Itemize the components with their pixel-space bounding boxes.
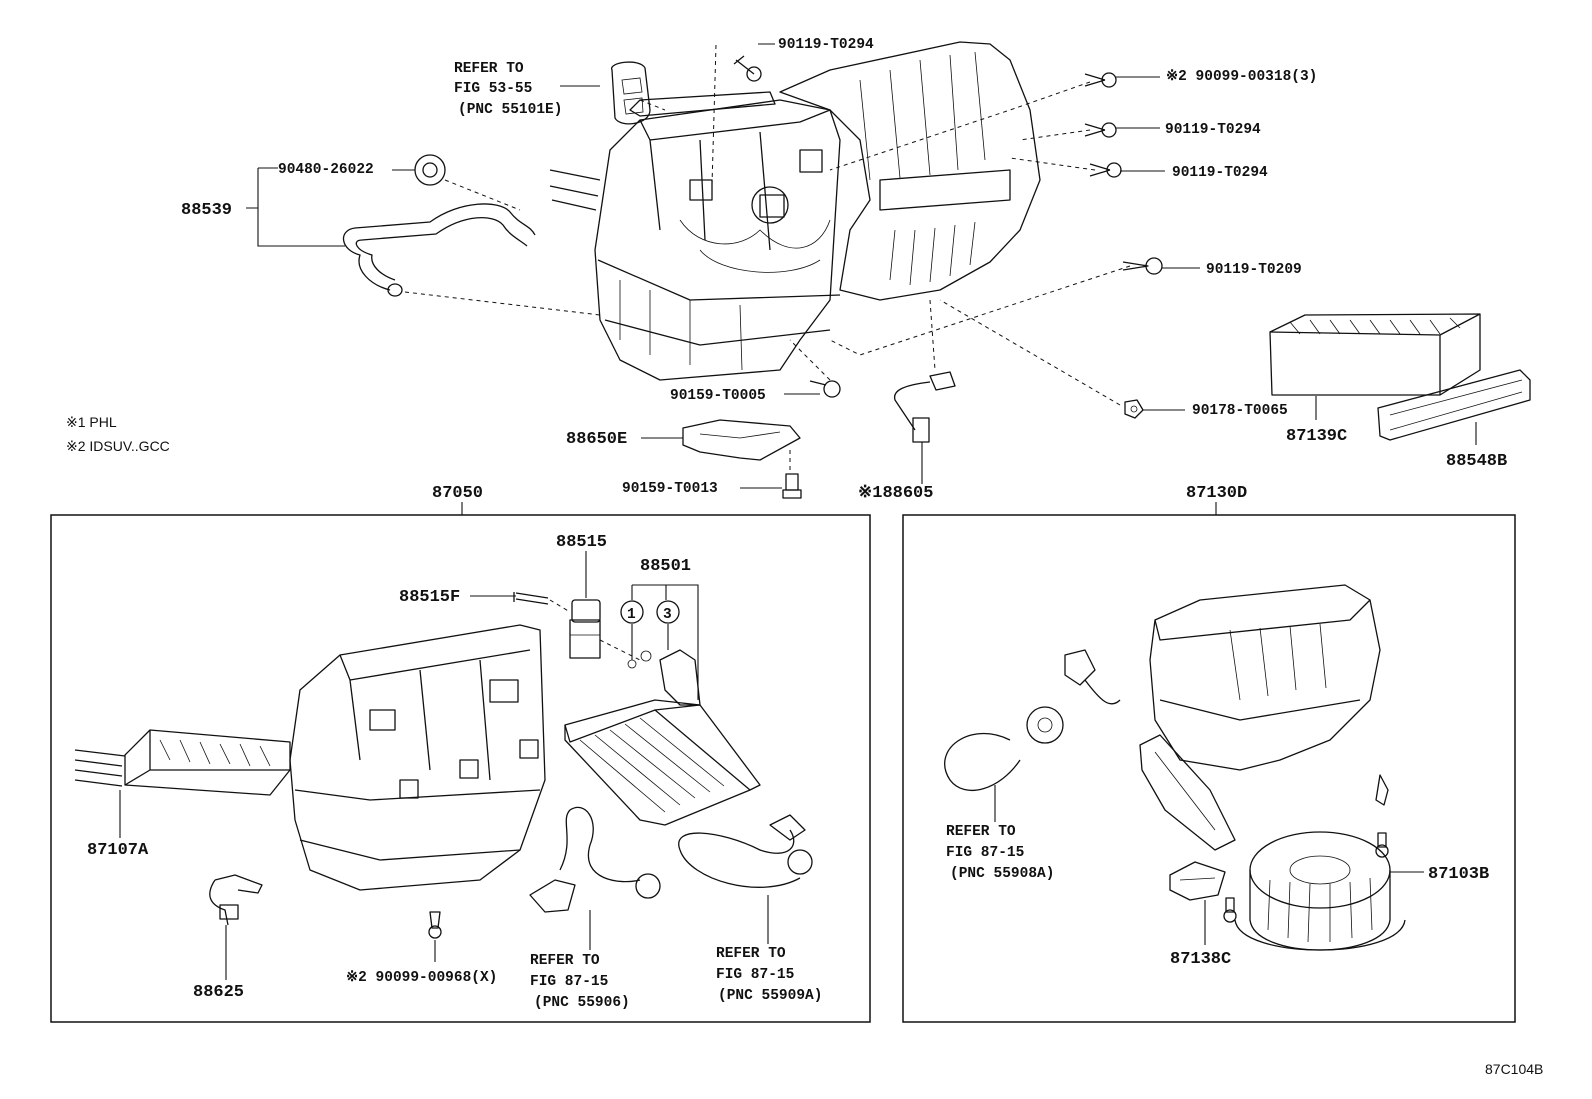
refer-55908a-line2: FIG 87-15 <box>946 845 1024 861</box>
refer-55909a-line2: FIG 87-15 <box>716 967 794 983</box>
part-label-88515: 88515 <box>556 533 607 552</box>
sensor-88605 <box>893 371 956 443</box>
amplifier-88650e <box>682 419 801 461</box>
heater-core-87107a <box>74 729 291 838</box>
hvac-unit-assembly <box>549 41 1041 381</box>
evaporator <box>564 649 761 826</box>
refer-55908a-line3: (PNC 55908A) <box>950 866 1054 882</box>
drain-hose <box>342 154 536 297</box>
part-label-87107a: 87107A <box>87 841 149 860</box>
part-label-87139c: 87139C <box>1286 427 1347 446</box>
part-label-88515f: 88515F <box>399 588 460 607</box>
part-label-90099-00318: ※2 90099-00318(3) <box>1166 68 1317 85</box>
part-label-90159-t0013: 90159-T0013 <box>622 481 718 497</box>
part-label-90119-t0294-r2: 90119-T0294 <box>1172 165 1268 181</box>
part-label-90119-t0294-top: 90119-T0294 <box>778 37 874 53</box>
group-87050 <box>50 502 871 1023</box>
blower-housing <box>1139 584 1389 851</box>
refer-53-55-line2: FIG 53-55 <box>454 81 532 97</box>
circle-label-1: 1 <box>627 607 636 623</box>
part-label-90099-00968: ※2 90099-00968(X) <box>346 969 497 986</box>
refer-55909a-line1: REFER TO <box>716 946 786 962</box>
screw-90099-00968 <box>428 911 442 962</box>
part-label-90159-t0005: 90159-T0005 <box>670 388 766 404</box>
refer-55906-line3: (PNC 55906) <box>534 995 630 1011</box>
part-label-90480-26022: 90480-26022 <box>278 162 374 178</box>
part-label-88501: 88501 <box>640 557 691 576</box>
group-title-87050: 87050 <box>432 484 483 503</box>
expansion-valve-88515 <box>470 551 601 659</box>
note-1: ※1 PHL <box>66 414 117 430</box>
part-label-88548b: 88548B <box>1446 452 1507 471</box>
note-2: ※2 IDSUV..GCC <box>66 438 170 454</box>
part-label-87138c: 87138C <box>1170 950 1231 969</box>
o-rings-88501 <box>599 584 699 700</box>
part-label-87103b: 87103B <box>1428 865 1489 884</box>
group-title-87130d: 87130D <box>1186 484 1247 503</box>
guide-lines-top <box>404 44 1131 470</box>
part-label-88625: 88625 <box>193 983 244 1002</box>
servo-motor-55909a <box>678 814 813 944</box>
refer-53-55-line3: (PNC 55101E) <box>458 102 562 118</box>
filter-cover-88548b <box>1377 369 1531 441</box>
figure-code: 87C104B <box>1485 1061 1543 1077</box>
servo-motor-55908a <box>944 649 1121 822</box>
servo-motor-55906 <box>529 806 661 950</box>
heater-unit-body <box>289 624 546 891</box>
part-label-90178-t0065: 90178-T0065 <box>1192 403 1288 419</box>
refer-55908a-line1: REFER TO <box>946 824 1016 840</box>
blower-motor-87103b <box>1234 831 1424 951</box>
screws-top <box>733 55 1163 499</box>
part-label-90119-t0209: 90119-T0209 <box>1206 262 1302 278</box>
refer-55909a-line3: (PNC 55909A) <box>718 988 822 1004</box>
part-label-88605: ※188605 <box>858 484 933 503</box>
part-label-90119-t0294-r1: 90119-T0294 <box>1165 122 1261 138</box>
gasket <box>611 61 651 125</box>
refer-55906-line1: REFER TO <box>530 953 600 969</box>
blower-resistor-87138c <box>1169 832 1389 945</box>
part-label-88650e: 88650E <box>566 430 627 449</box>
air-filter-87139c <box>1269 313 1481 396</box>
part-label-88539: 88539 <box>181 201 232 220</box>
circle-label-3: 3 <box>663 607 672 623</box>
sensor-88625 <box>209 874 263 980</box>
refer-53-55-line1: REFER TO <box>454 61 524 77</box>
labels: REFER TO FIG 53-55 (PNC 55101E) 90119-T0… <box>66 37 1543 1077</box>
refer-55906-line2: FIG 87-15 <box>530 974 608 990</box>
group-87130d <box>902 502 1516 1023</box>
leader-lines-top <box>246 43 1477 489</box>
